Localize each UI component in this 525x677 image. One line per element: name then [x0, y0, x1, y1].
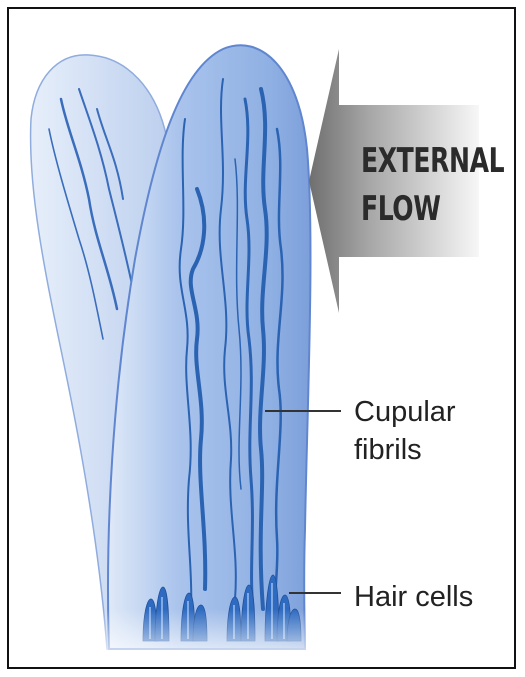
hair-cells-label: Hair cells	[354, 578, 473, 616]
cupular-fibrils-label: Cupular fibrils	[354, 393, 456, 469]
figure-frame: EXTERNAL FLOW Cupular fibrils Hair cells	[7, 7, 516, 669]
hair-cells-label-text: Hair cells	[354, 578, 473, 616]
bottom-fade	[89, 609, 329, 669]
external-flow-label: EXTERNAL FLOW	[361, 137, 504, 233]
cupula-diagram	[9, 9, 516, 669]
cupular-fibrils-label-line2: fibrils	[354, 431, 456, 469]
cupular-fibrils-label-line1: Cupular	[354, 393, 456, 431]
external-flow-label-line2: FLOW	[361, 185, 504, 233]
external-flow-label-line1: EXTERNAL	[361, 137, 504, 185]
